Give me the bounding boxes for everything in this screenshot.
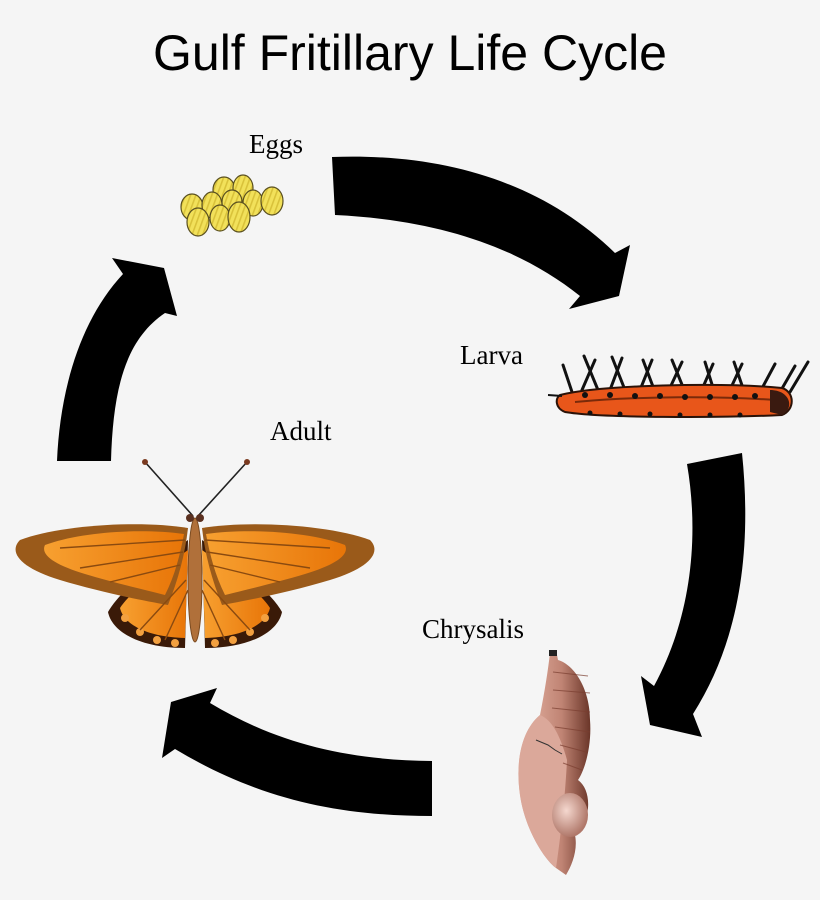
eggs-illustration [180, 174, 284, 237]
adult-butterfly-illustration [15, 459, 375, 648]
diagram-title: Gulf Fritillary Life Cycle [153, 25, 667, 81]
arrow-eggs-to-larva [332, 156, 630, 309]
label-adult: Adult [270, 416, 332, 446]
larva-illustration [547, 354, 810, 418]
label-chrysalis: Chrysalis [422, 614, 525, 644]
label-eggs: Eggs [249, 129, 303, 159]
arrow-adult-to-eggs [57, 258, 177, 461]
chrysalis-illustration [518, 650, 591, 875]
arrow-chrysalis-to-adult [162, 688, 432, 816]
arrow-larva-to-chrysalis [641, 453, 746, 737]
label-larva: Larva [460, 340, 523, 370]
